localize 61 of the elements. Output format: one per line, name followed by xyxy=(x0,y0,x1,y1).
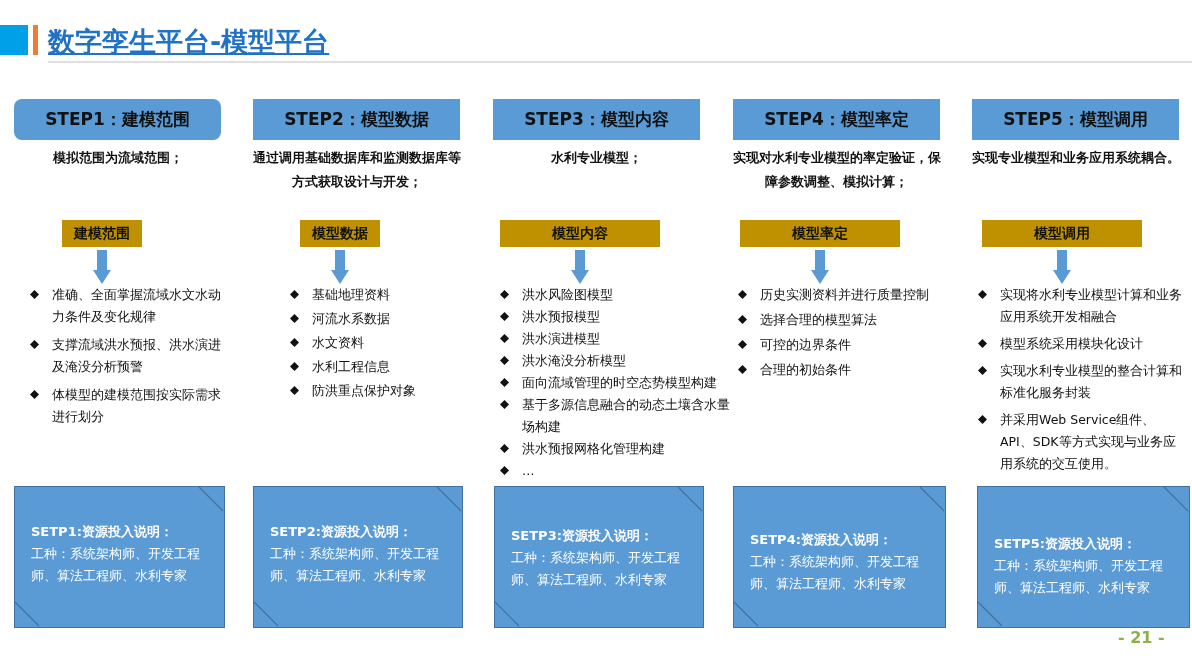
down-arrow xyxy=(1053,250,1071,284)
resource-card xyxy=(977,486,1190,628)
list-item: 体模型的建模范围按实际需求进行划分 xyxy=(52,386,222,426)
card-body: 工种：系统架构师、开发工程师、算法工程师、水利专家 xyxy=(270,545,440,585)
step-description: 实现专业模型和业务应用系统耦合。 xyxy=(970,149,1181,167)
resource-card xyxy=(733,486,946,628)
step-header: STEP3：模型内容 xyxy=(493,99,700,140)
resource-card xyxy=(494,486,704,628)
step-description: 水利专业模型； xyxy=(550,149,643,167)
resource-card xyxy=(14,486,225,628)
down-arrow xyxy=(93,250,111,284)
list-item: 防洪重点保护对象 xyxy=(312,382,416,400)
step-header: STEP1：建模范围 xyxy=(14,99,221,140)
page-number: - 21 - xyxy=(1118,628,1165,647)
step-header: STEP4：模型率定 xyxy=(733,99,940,140)
card-body: 工种：系统架构师、开发工程师、算法工程师、水利专家 xyxy=(994,557,1164,597)
list-item: 洪水预报模型 xyxy=(522,308,600,326)
list-item: 面向流域管理的时空态势模型构建 xyxy=(522,374,717,392)
down-arrow xyxy=(331,250,349,284)
list-item: 洪水淹没分析模型 xyxy=(522,352,626,370)
list-item: 模型系统采用模块化设计 xyxy=(1000,335,1143,353)
card-body: 工种：系统架构师、开发工程师、算法工程师、水利专家 xyxy=(31,545,201,585)
step-description: 实现对水利专业模型的率定验证，保障参数调整、模拟计算； xyxy=(731,149,942,191)
card-heading: SETP4:资源投入说明： xyxy=(750,531,893,549)
list-item: 基于多源信息融合的动态土壤含水量场构建 xyxy=(522,396,731,436)
list-item: 可控的边界条件 xyxy=(760,336,851,354)
list-item: … xyxy=(522,462,535,480)
category-label: 模型调用 xyxy=(982,220,1142,247)
step-description: 模拟范围为流域范围； xyxy=(51,149,184,167)
list-item: 支撑流域洪水预报、洪水演进及淹没分析预警 xyxy=(52,336,222,376)
step-header: STEP5：模型调用 xyxy=(972,99,1179,140)
list-item: 洪水预报网格化管理构建 xyxy=(522,440,665,458)
list-item: 选择合理的模型算法 xyxy=(760,311,877,329)
list-item: 实现水利专业模型的整合计算和标准化服务封装 xyxy=(1000,362,1183,402)
step-description: 通过调用基础数据库和监测数据库等方式获取设计与开发； xyxy=(251,149,462,191)
category-label: 模型数据 xyxy=(300,220,380,247)
card-body: 工种：系统架构师、开发工程师、算法工程师、水利专家 xyxy=(511,549,681,589)
list-item: 准确、全面掌握流域水文水动力条件及变化规律 xyxy=(52,286,222,326)
list-item: 实现将水利专业模型计算和业务应用系统开发相融合 xyxy=(1000,286,1183,326)
list-item: 水利工程信息 xyxy=(312,358,390,376)
list-item: 基础地理资料 xyxy=(312,286,390,304)
list-item: 历史实测资料并进行质量控制 xyxy=(760,286,929,304)
down-arrow xyxy=(571,250,589,284)
card-heading: SETP3:资源投入说明： xyxy=(511,527,654,545)
list-item: 并采用Web Service组件、API、SDK等方式实现与业务应用系统的交互使用。 xyxy=(1000,411,1177,473)
card-heading: SETP1:资源投入说明： xyxy=(31,523,174,541)
list-item: 洪水风险图模型 xyxy=(522,286,613,304)
list-item: 河流水系数据 xyxy=(312,310,390,328)
card-heading: SETP5:资源投入说明： xyxy=(994,535,1137,553)
category-label: 建模范围 xyxy=(62,220,142,247)
down-arrow xyxy=(811,250,829,284)
card-body: 工种：系统架构师、开发工程师、算法工程师、水利专家 xyxy=(750,553,920,593)
list-item: 洪水演进模型 xyxy=(522,330,600,348)
resource-card xyxy=(253,486,463,628)
category-label: 模型率定 xyxy=(740,220,900,247)
page-title: 数字孪生平台-模型平台 xyxy=(48,25,330,59)
list-item: 合理的初始条件 xyxy=(760,361,851,379)
list-item: 水文资料 xyxy=(312,334,364,352)
card-heading: SETP2:资源投入说明： xyxy=(270,523,413,541)
step-header: STEP2：模型数据 xyxy=(253,99,460,140)
category-label: 模型内容 xyxy=(500,220,660,247)
